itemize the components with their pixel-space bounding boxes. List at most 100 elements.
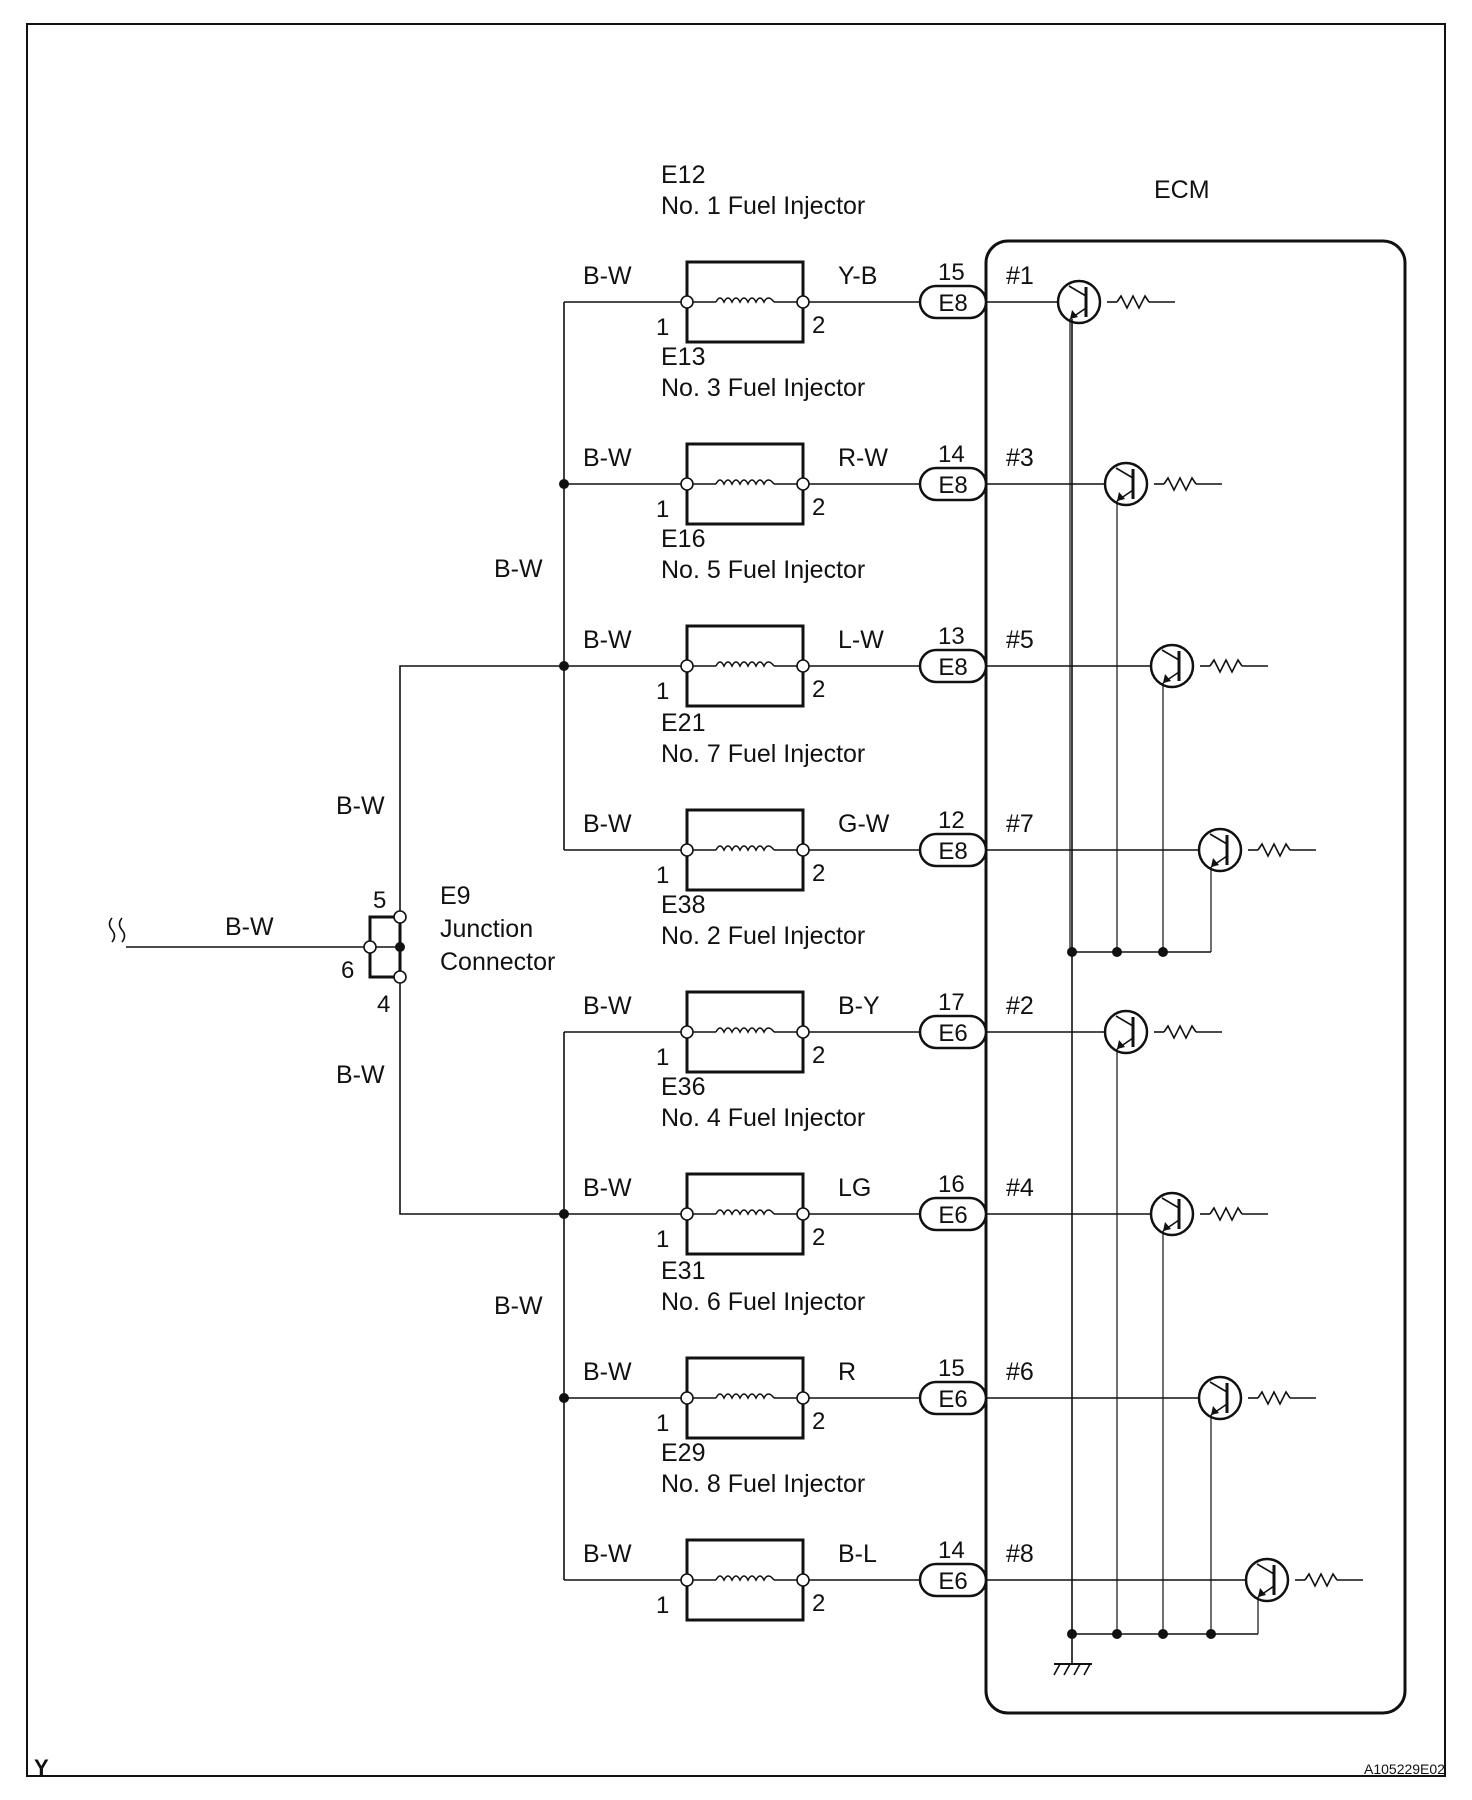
coil-icon bbox=[715, 1027, 775, 1034]
feed-wire-label: B-W bbox=[225, 913, 274, 941]
injector-code: E36 bbox=[661, 1073, 705, 1101]
junction-name-line1: Junction bbox=[440, 915, 533, 943]
coil-icon bbox=[715, 1393, 775, 1400]
injector-pin-1 bbox=[680, 1391, 694, 1405]
figure-id: A105229E02 bbox=[1364, 1761, 1445, 1777]
injector-in-wire-label: B-W bbox=[583, 626, 632, 654]
page-border bbox=[26, 23, 1446, 1777]
ecm-signal-label: #7 bbox=[1006, 810, 1034, 838]
ecm-signal-label: #4 bbox=[1006, 1174, 1034, 1202]
injector-pin-1 bbox=[680, 1025, 694, 1039]
ecm-pin-number: 14 bbox=[938, 1537, 965, 1564]
injector-out-wire-label: Y-B bbox=[838, 262, 877, 290]
injector-pin-2-label: 2 bbox=[812, 1590, 825, 1617]
transistor-arrow-icon bbox=[1258, 1588, 1266, 1597]
transistor-collector bbox=[1068, 285, 1087, 297]
injector-code: E29 bbox=[661, 1439, 705, 1467]
injector-pin-2 bbox=[796, 1391, 810, 1405]
injector-pin-2 bbox=[796, 477, 810, 491]
injector-pin-1-label: 1 bbox=[656, 314, 669, 341]
junction-pin-4-label: 4 bbox=[377, 991, 390, 1018]
injector-code: E12 bbox=[661, 161, 705, 189]
injector-in-wire-label: B-W bbox=[583, 810, 632, 838]
injector-name: No. 6 Fuel Injector bbox=[661, 1288, 865, 1316]
injector-code: E16 bbox=[661, 525, 705, 553]
transistor-icon bbox=[1103, 461, 1149, 507]
injector-in-wire-label: B-W bbox=[583, 262, 632, 290]
ecm-signal-label: #3 bbox=[1006, 444, 1034, 472]
injector-pin-2-label: 2 bbox=[812, 860, 825, 887]
emitter-common-bus bbox=[1067, 319, 1258, 1639]
injector-name: No. 1 Fuel Injector bbox=[661, 192, 865, 220]
ecm-connector-code: E8 bbox=[938, 472, 967, 499]
injector-pin-1 bbox=[680, 843, 694, 857]
injector-pin-2-label: 2 bbox=[812, 1042, 825, 1069]
junction-pin-6-label: 6 bbox=[341, 957, 354, 984]
ecm-connector-code: E6 bbox=[938, 1202, 967, 1229]
resistor-icon bbox=[1257, 842, 1291, 858]
coil-icon bbox=[715, 297, 775, 304]
junction-connector: 5 6 4 E9 Junction Connector bbox=[341, 882, 555, 1018]
injector-pin-1-label: 1 bbox=[656, 1592, 669, 1619]
injector-code: E38 bbox=[661, 891, 705, 919]
injector-out-wire-label: G-W bbox=[838, 810, 890, 838]
lower-branch-label: B-W bbox=[336, 1061, 385, 1089]
injector-in-wire-label: B-W bbox=[583, 1174, 632, 1202]
injector-pin-1 bbox=[680, 295, 694, 309]
injector-pin-1-label: 1 bbox=[656, 496, 669, 523]
transistor-arrow-icon bbox=[1163, 674, 1171, 683]
splice-dot bbox=[1206, 1629, 1216, 1639]
transistor-collector bbox=[1209, 1381, 1228, 1393]
transistor-collector bbox=[1209, 833, 1228, 845]
transistor-icon bbox=[1056, 279, 1102, 325]
transistor-arrow-icon bbox=[1070, 310, 1078, 319]
injector-code: E13 bbox=[661, 343, 705, 371]
driver-transistor bbox=[1078, 827, 1316, 952]
transistor-icon bbox=[1197, 827, 1243, 873]
injector-pin-2 bbox=[796, 1207, 810, 1221]
transistor-arrow-icon bbox=[1211, 858, 1219, 867]
injector-code: E31 bbox=[661, 1257, 705, 1285]
resistor-icon bbox=[1209, 658, 1243, 674]
splice-dot bbox=[1112, 1629, 1122, 1639]
transistor-collector bbox=[1256, 1563, 1275, 1575]
injector-pin-1 bbox=[680, 659, 694, 673]
ecm-pin-number: 15 bbox=[938, 259, 965, 286]
ecm-connector-code: E6 bbox=[938, 1020, 967, 1047]
injector-name: No. 4 Fuel Injector bbox=[661, 1104, 865, 1132]
injector-pin-2 bbox=[796, 843, 810, 857]
resistor-icon bbox=[1257, 1390, 1291, 1406]
ecm-signal-label: #6 bbox=[1006, 1358, 1034, 1386]
ecm-title: ECM bbox=[1154, 176, 1210, 204]
injector-code: E21 bbox=[661, 709, 705, 737]
ecm-connector-code: E8 bbox=[938, 654, 967, 681]
transistor-collector bbox=[1161, 1197, 1180, 1209]
wire-break-symbol bbox=[118, 917, 126, 943]
bank-a-bus-label: B-W bbox=[494, 555, 543, 583]
injector-in-wire-label: B-W bbox=[583, 1358, 632, 1386]
injector-pin-2 bbox=[796, 1573, 810, 1587]
resistor-icon bbox=[1116, 294, 1150, 310]
injector-pin-2 bbox=[796, 1025, 810, 1039]
transistor-icon bbox=[1149, 643, 1195, 689]
injector-in-wire-label: B-W bbox=[583, 444, 632, 472]
injector-name: No. 7 Fuel Injector bbox=[661, 740, 865, 768]
injector-pin-1-label: 1 bbox=[656, 1044, 669, 1071]
injector-out-wire-label: R-W bbox=[838, 444, 888, 472]
junction-name-line2: Connector bbox=[440, 948, 555, 976]
injector-name: No. 8 Fuel Injector bbox=[661, 1470, 865, 1498]
bank-b-bus: B-W bbox=[494, 1032, 569, 1580]
resistor-icon bbox=[1163, 476, 1197, 492]
coil-icon bbox=[715, 479, 775, 486]
ecm-signal-label: #1 bbox=[1006, 262, 1034, 290]
coil-icon bbox=[715, 1209, 775, 1216]
junction-pin-5-label: 5 bbox=[373, 887, 386, 914]
wire-break-symbol bbox=[108, 917, 116, 943]
injector-out-wire-label: LG bbox=[838, 1174, 871, 1202]
driver-transistor bbox=[1078, 461, 1222, 952]
